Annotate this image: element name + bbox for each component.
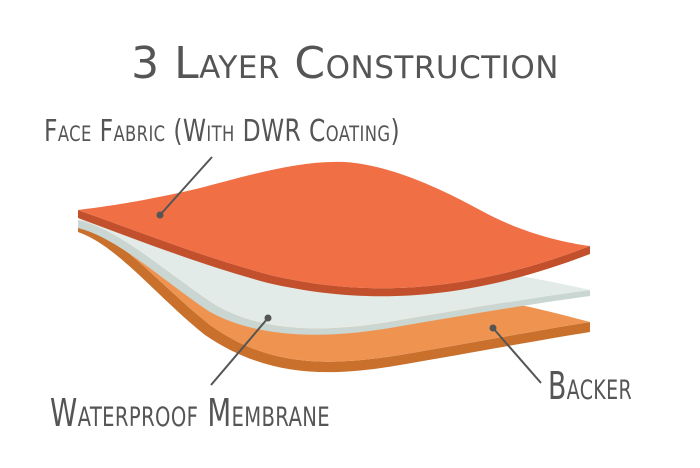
face-fabric-label: Face Fabric (With DWR Coating) <box>44 114 400 149</box>
membrane-leader <box>210 317 269 386</box>
backer-edge <box>78 222 590 373</box>
backer-layer <box>78 221 590 373</box>
backer-label: Backer <box>548 364 632 408</box>
membrane-label: Waterproof Membrane <box>50 391 330 435</box>
backer-top <box>78 221 590 362</box>
diagram-title: 3 Layer Construction <box>131 38 559 89</box>
face-fabric-leader <box>159 156 213 216</box>
face-fabric-leader-dot <box>156 211 164 219</box>
membrane-edge <box>78 220 590 335</box>
face-fabric-edge <box>78 210 590 297</box>
face-fabric-top <box>78 161 590 289</box>
backer-leader <box>492 327 542 384</box>
membrane-leader-dot <box>264 314 272 322</box>
face-fabric-layer <box>78 161 590 297</box>
backer-leader-dot <box>489 324 497 332</box>
